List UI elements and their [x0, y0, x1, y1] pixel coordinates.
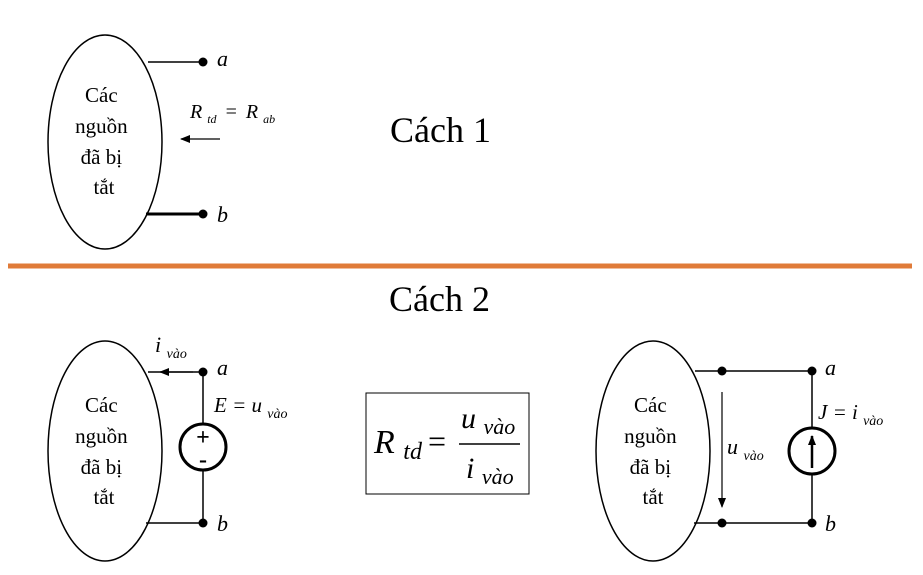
formula-numerator: u vào	[461, 402, 515, 439]
method2-left-source-label: E = u vào	[213, 393, 287, 422]
method2-heading: Cách 2	[389, 279, 490, 319]
method2-left-current-label: i vào	[155, 332, 187, 362]
method2-right-box-line: nguồn	[624, 424, 677, 448]
method2-left-box-line: nguồn	[75, 424, 128, 448]
formula-lhs: R td	[373, 424, 423, 465]
method2-right-terminal-b-label: b	[825, 511, 836, 536]
method1-equation: R td = R ab	[189, 101, 275, 128]
method2-left-source-box	[47, 340, 163, 562]
method1-terminal-a-label: a	[217, 46, 228, 71]
method1-box-line: tắt	[94, 175, 115, 199]
method1-heading: Cách 1	[390, 110, 491, 150]
method1-diagram: Các nguồn đã bị tắt a b R td = R ab Cách…	[47, 34, 491, 250]
method1-source-box	[47, 34, 163, 250]
formula-box: R td = u vào i vào	[365, 392, 530, 495]
minus-sign: -	[199, 447, 207, 473]
method1-terminal-b-dot	[198, 209, 208, 219]
method2-left-box-line: đã bị	[81, 455, 123, 479]
method2-right-node-top	[717, 366, 727, 376]
svg-text:Các nguồn đã bị: Các nguồn đã bị tắt	[75, 83, 133, 199]
method2-left-terminal-b-dot	[198, 518, 208, 528]
method2-left-box-line: tắt	[94, 485, 115, 509]
method1-box-line: đã bị	[81, 145, 123, 169]
plus-sign: +	[196, 425, 210, 451]
method2-right-circuit: Các nguồn đã bị tắt a b u vào J = i vào	[595, 340, 883, 562]
method2-left-circuit: Các nguồn đã bị tắt a i vào + - E = u và…	[47, 332, 287, 562]
method1-box-line: nguồn	[75, 114, 128, 138]
method2-right-voltage-label: u vào	[727, 434, 764, 464]
method2-right-box-line: tắt	[643, 485, 664, 509]
method2-right-source-box	[595, 340, 711, 562]
formula-denominator: i vào	[466, 452, 514, 489]
svg-text:Các nguồn đã bị: Các nguồn đã bị tắt	[75, 393, 133, 509]
method1-terminal-b-label: b	[217, 202, 228, 227]
method2-left-terminal-a-label: a	[217, 355, 228, 380]
formula-equals: =	[428, 423, 446, 459]
method1-box-line: Các	[85, 83, 118, 107]
method2-right-box-line: Các	[634, 393, 667, 417]
method2-left-box-line: Các	[85, 393, 118, 417]
svg-text:Các nguồn đã bị: Các nguồn đã bị tắt	[624, 393, 682, 509]
method2-right-box-line: đã bị	[630, 455, 672, 479]
method2-right-source-label: J = i vào	[818, 400, 883, 429]
formula-frame	[365, 392, 530, 495]
method2-left-terminal-b-label: b	[217, 511, 228, 536]
method2-right-node-bottom	[717, 518, 727, 528]
method2-right-terminal-a-label: a	[825, 355, 836, 380]
method1-terminal-a-dot	[198, 57, 208, 67]
